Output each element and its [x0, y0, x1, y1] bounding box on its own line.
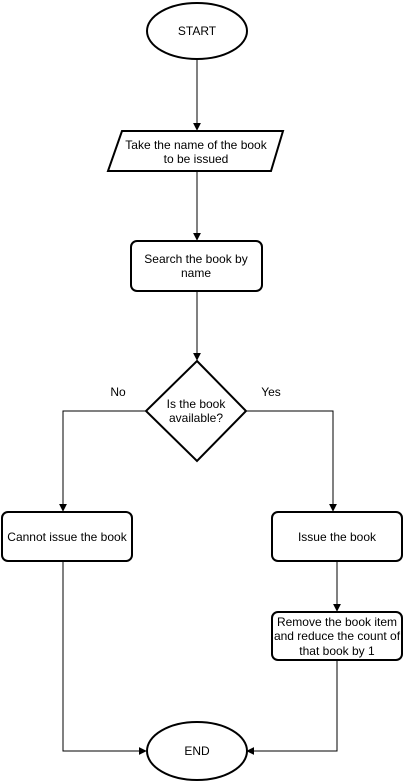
issue-node: Issue the book	[271, 511, 403, 562]
issue-label: Issue the book	[298, 530, 377, 544]
search-node: Search the book by name	[130, 240, 263, 292]
remove-label-line3: that book by 1	[299, 644, 375, 658]
search-label-line2: name	[181, 266, 211, 280]
input-label-line2: to be issued	[164, 152, 229, 166]
edge-yes	[246, 410, 337, 512]
decision-node: Is the book available?	[144, 359, 248, 463]
cannot-issue-label: Cannot issue the book	[7, 530, 127, 544]
end-node: END	[146, 721, 248, 781]
yes-label: Yes	[261, 385, 281, 399]
decision-label-line1: Is the book	[167, 397, 227, 411]
edge-no	[59, 410, 146, 512]
edge-cannot-to-end	[62, 562, 147, 755]
start-node: START	[146, 2, 248, 60]
search-label-line1: Search the book by	[144, 252, 247, 266]
input-node: Take the name of the book to be issued	[106, 130, 285, 172]
input-label-line1: Take the name of the book	[125, 138, 267, 152]
remove-label-line2: and reduce the count of	[274, 629, 401, 643]
cannot-issue-node: Cannot issue the book	[1, 511, 133, 562]
edge-remove-to-end	[246, 661, 338, 755]
remove-node: Remove the book item and reduce the coun…	[271, 611, 403, 661]
no-label: No	[110, 385, 126, 399]
start-label: START	[178, 24, 217, 38]
end-label: END	[184, 744, 210, 758]
decision-label-line2: available?	[169, 411, 223, 425]
remove-label-line1: Remove the book item	[277, 615, 397, 629]
